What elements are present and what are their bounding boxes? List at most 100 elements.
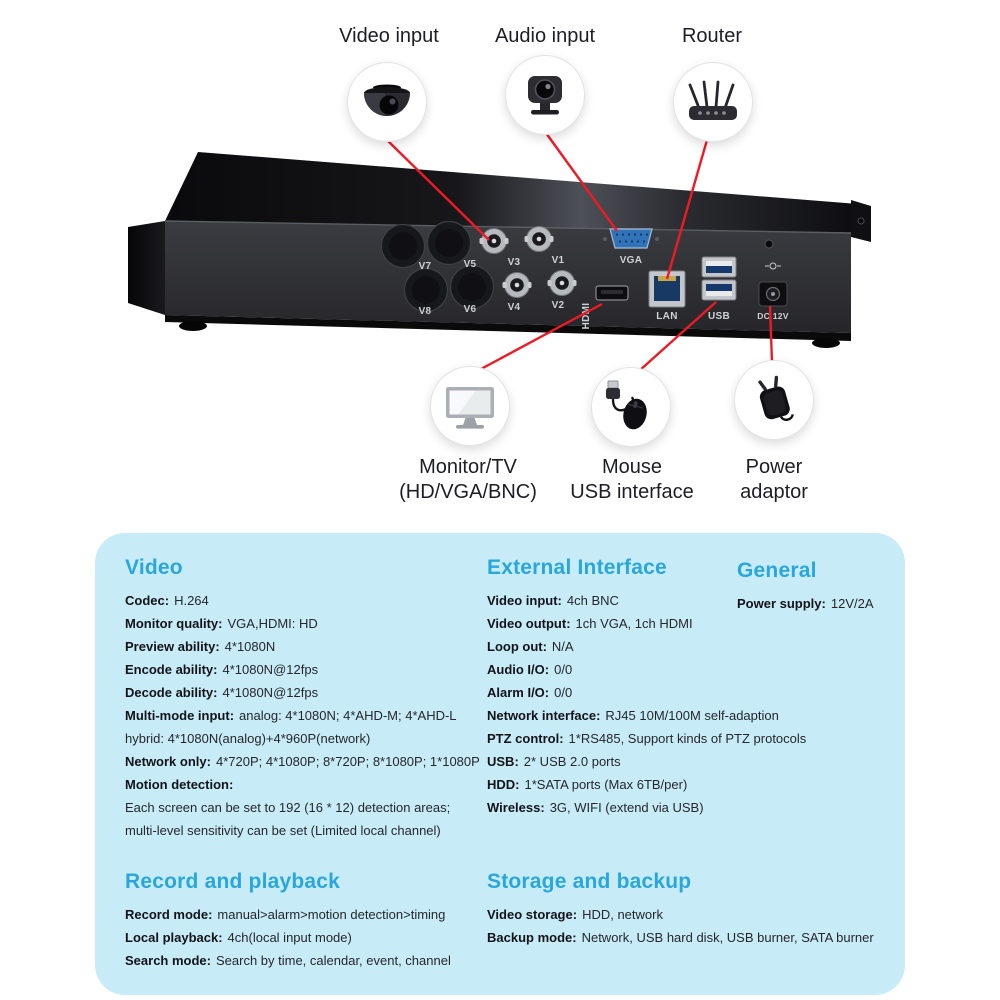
port-label-v4: V4 bbox=[508, 302, 521, 313]
section-heading-storage-backup: Storage and backup bbox=[487, 870, 692, 893]
spec-row-value: Search by time, calendar, event, channel bbox=[215, 953, 451, 968]
spec-row-value: 4*1080N bbox=[224, 639, 276, 654]
spec-row: Network interface: RJ45 10M/100M self-ada… bbox=[487, 704, 806, 727]
hdmi-port: HDMI bbox=[581, 285, 629, 330]
section-heading-record-playback: Record and playback bbox=[125, 870, 341, 893]
spec-row: Monitor quality: VGA,HDMI: HD bbox=[125, 612, 480, 635]
spec-row-value: manual>alarm>motion detection>timing bbox=[217, 907, 446, 922]
line-mouse bbox=[638, 301, 717, 372]
spec-row-value: analog: 4*1080N; 4*AHD-M; 4*AHD-L bbox=[239, 708, 457, 723]
dvr-diagram: V7 V5 V3 V1 V8 V6 V4 V2 VGA bbox=[128, 132, 871, 372]
spec-row-value: 1ch VGA, 1ch HDMI bbox=[575, 616, 693, 631]
spec-row-value: RJ45 10M/100M self-adaption bbox=[605, 708, 779, 723]
audio-input-circle bbox=[505, 55, 585, 135]
port-label-v5: V5 bbox=[464, 259, 477, 270]
label-power-line2: adaptor bbox=[740, 481, 808, 503]
dc-power-jack: DC 12V bbox=[757, 239, 789, 321]
spec-section-storage-backup: Storage and backup Video storage:HDD, ne… bbox=[487, 869, 874, 949]
spec-row-value: 0/0 bbox=[554, 685, 573, 700]
spec-row-value: 4*720P; 4*1080P; 8*720P; 8*1080P; 1*1080… bbox=[215, 754, 480, 769]
spec-row-label: Audio I/O: bbox=[487, 662, 550, 677]
spec-row-label: Encode ability: bbox=[125, 662, 218, 677]
spec-row-value: Network, USB hard disk, USB burner, SATA… bbox=[581, 930, 874, 945]
spec-row-value: 4*1080N@12fps bbox=[222, 662, 319, 677]
mouse-icon bbox=[606, 380, 647, 430]
spec-row: Network only: 4*720P; 4*1080P; 8*720P; 8*… bbox=[125, 750, 480, 773]
spec-row-value: 1*SATA ports (Max 6TB/per) bbox=[524, 777, 688, 792]
power-adaptor-circle bbox=[734, 360, 814, 440]
spec-row-label: USB: bbox=[487, 754, 519, 769]
label-power-line1: Power bbox=[745, 456, 803, 478]
spec-row-value: 2* USB 2.0 ports bbox=[523, 754, 621, 769]
spec-row-value: multi-level sensitivity can be set (Limi… bbox=[125, 823, 441, 838]
label-video-input: Video input bbox=[339, 25, 439, 47]
audio-camera-icon bbox=[528, 76, 562, 115]
port-label-v1: V1 bbox=[552, 255, 565, 266]
device-top-face bbox=[165, 152, 858, 233]
power-adaptor-icon bbox=[758, 375, 794, 421]
spec-row-label: Monitor quality: bbox=[125, 616, 223, 631]
lan-port: LAN bbox=[648, 270, 686, 322]
spec-row-value: 3G, WIFI (extend via USB) bbox=[549, 800, 704, 815]
spec-row-value: VGA,HDMI: HD bbox=[227, 616, 318, 631]
spec-row-label: Alarm I/O: bbox=[487, 685, 550, 700]
port-label-v3: V3 bbox=[508, 257, 521, 268]
device-left-cap bbox=[128, 221, 165, 315]
line-audio-input bbox=[545, 132, 618, 232]
section-heading-general: General bbox=[737, 559, 817, 582]
spec-row-label: Network only: bbox=[125, 754, 211, 769]
label-mouse-line1: Mouse bbox=[601, 456, 663, 478]
label-power: Power adaptor bbox=[740, 455, 808, 505]
spec-row: Record mode: manual>alarm>motion detectio… bbox=[125, 903, 451, 926]
label-router: Router bbox=[681, 25, 743, 47]
spec-row: Motion detection: bbox=[125, 773, 480, 796]
callout-lines bbox=[386, 132, 774, 372]
spec-row: HDD:1*SATA ports (Max 6TB/per) bbox=[487, 773, 806, 796]
vga-port: VGA bbox=[603, 228, 659, 266]
spec-row-value: HDD, network bbox=[582, 907, 663, 922]
spec-row-value: 4ch(local input mode) bbox=[227, 930, 352, 945]
spec-rows-general: Power supply:12V/2A bbox=[737, 592, 874, 615]
section-heading-video: Video bbox=[125, 556, 183, 579]
spec-row-label: Search mode: bbox=[125, 953, 211, 968]
spec-row: Audio I/O: 0/0 bbox=[487, 658, 806, 681]
spec-row: Each screen can be set to 192 (16 * 12) … bbox=[125, 796, 480, 819]
spec-row: Preview ability: 4*1080N bbox=[125, 635, 480, 658]
label-monitor-line2: (HD/VGA/BNC) bbox=[399, 481, 537, 503]
video-input-circle bbox=[347, 62, 427, 142]
spec-row-label: Codec: bbox=[125, 593, 170, 608]
spec-row: Loop out:N/A bbox=[487, 635, 806, 658]
spec-section-general: General Power supply:12V/2A bbox=[737, 558, 874, 615]
spec-row: Encode ability: 4*1080N@12fps bbox=[125, 658, 480, 681]
port-label-v7: V7 bbox=[419, 261, 432, 272]
spec-row-label: Record mode: bbox=[125, 907, 213, 922]
spec-row-label: Network interface: bbox=[487, 708, 601, 723]
spec-row: Wireless:3G, WIFI (extend via USB) bbox=[487, 796, 806, 819]
spec-row-label: Motion detection: bbox=[125, 777, 234, 792]
spec-row-label: Local playback: bbox=[125, 930, 223, 945]
spec-row: Search mode: Search by time, calendar, ev… bbox=[125, 949, 451, 972]
usb-ports: USB bbox=[701, 256, 737, 322]
spec-row: multi-level sensitivity can be set (Limi… bbox=[125, 819, 480, 842]
line-monitor bbox=[480, 302, 603, 371]
port-label-hdmi: HDMI bbox=[581, 303, 592, 330]
spec-row: Backup mode:Network, USB hard disk, USB … bbox=[487, 926, 874, 949]
spec-row: Decode ability:4*1080N@12fps bbox=[125, 681, 480, 704]
monitor-icon bbox=[446, 387, 494, 429]
line-video-input bbox=[386, 139, 490, 241]
device-foot-right bbox=[812, 338, 840, 348]
spec-row-value: 0/0 bbox=[554, 662, 573, 677]
spec-row: PTZ control:1*RS485, Support kinds of PT… bbox=[487, 727, 806, 750]
spec-row-label: Preview ability: bbox=[125, 639, 220, 654]
port-label-v6: V6 bbox=[464, 304, 477, 315]
spec-row-label: Video input: bbox=[487, 593, 562, 608]
mouse-circle bbox=[591, 367, 671, 447]
section-heading-external-interface: External Interface bbox=[487, 556, 667, 579]
spec-row-label: Multi-mode input: bbox=[125, 708, 235, 723]
